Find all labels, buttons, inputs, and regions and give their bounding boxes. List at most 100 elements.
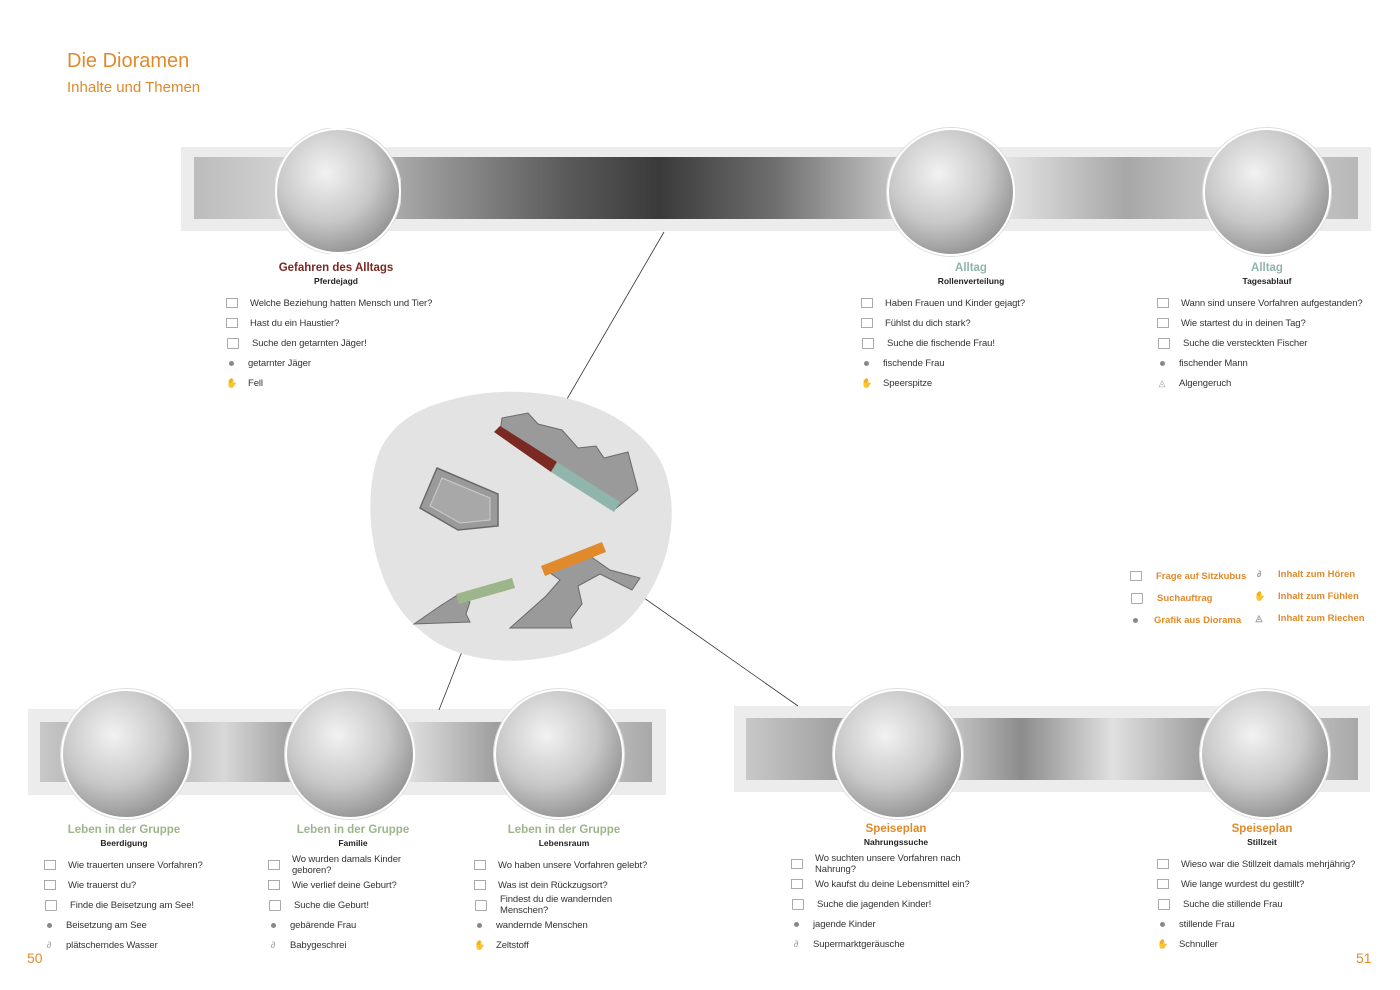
list-item: ∂Babygeschrei [268,935,438,955]
page-title: Die Dioramen [67,50,190,72]
list-item: Finde die Beisetzung am See! [44,895,204,915]
search-task-icon [1131,592,1143,604]
block-subtitle: Stillzeit [1247,837,1277,847]
search-task-icon [227,337,239,349]
list-item: Hast du ein Haustier? [226,313,446,333]
list-item: Suche den getarnten Jäger! [226,333,446,353]
diorama-detail-rollenverteilung [887,128,1015,256]
diorama-graphic-icon [1157,919,1167,929]
diorama-graphic-icon [1130,615,1140,625]
list-item: ✋Speerspitze [861,377,933,389]
question-cube-icon [1157,318,1169,328]
diorama-detail-beerdigung [61,689,191,819]
question-cube-icon [861,298,873,308]
legend-item: ◬Inhalt zum Riechen [1255,612,1365,624]
info-block-gruppe-familie: Leben in der Gruppe Familie Wo wurden da… [268,824,438,955]
list-item: Welche Beziehung hatten Mensch und Tier? [226,293,446,313]
block-title: Leben in der Gruppe [296,824,410,836]
list-item: Suche die stillende Frau [1157,894,1367,914]
question-cube-icon [1130,571,1142,581]
page-number-right: 51 [1356,950,1372,966]
list-item: fischender Mann [1157,353,1377,373]
list-item: Wie trauerten unsere Vorfahren? [44,855,204,875]
block-subtitle: Familie [338,838,368,848]
diorama-graphic-icon [861,358,871,368]
block-subtitle: Pferdejagd [314,276,358,286]
question-cube-icon [474,880,486,890]
legend-item: ∂Inhalt zum Hören [1254,563,1384,585]
legend-column-1: Frage auf Sitzkubus Suchauftrag Grafik a… [1130,565,1254,631]
list-item: getarnter Jäger [226,353,446,373]
diorama-graphic-icon [791,919,801,929]
nose-icon: ◬ [1255,613,1263,623]
search-task-icon [792,898,804,910]
diorama-graphic-icon [268,920,278,930]
ear-icon: ∂ [46,940,52,950]
block-title: Leben in der Gruppe [67,824,181,836]
diorama-detail-nahrungssuche [833,689,963,819]
block-subtitle: Nahrungssuche [863,837,929,847]
list-item: ∂Supermarktgeräusche [791,934,1001,954]
list-item: Wo suchten unsere Vorfahren nach Nahrung… [791,853,1001,875]
search-task-icon [862,337,874,349]
legend-item: Suchauftrag [1130,587,1254,609]
question-cube-icon [791,859,803,869]
search-task-icon [1158,337,1170,349]
legend-item: Frage auf Sitzkubus [1130,565,1254,587]
info-block-gefahren: Gefahren des Alltags Pferdejagd Welche B… [226,262,446,393]
hand-icon: ✋ [226,378,238,388]
question-cube-icon [1157,859,1169,869]
list-item: jagende Kinder [791,914,1001,934]
question-cube-icon [1157,879,1169,889]
diorama-detail-familie [285,689,415,819]
ear-icon: ∂ [1256,569,1262,579]
hand-icon: ✋ [1157,939,1169,949]
info-block-speise-still: Speiseplan Stillzeit Wieso war die Still… [1157,823,1367,954]
nose-icon: ◬ [1158,378,1166,388]
list-item: Findest du die wandernden Menschen? [474,894,654,916]
list-item: Wie startest du in deinen Tag? [1157,313,1377,333]
list-item: Wann sind unsere Vorfahren aufgestanden? [1157,293,1377,313]
list-item: ✋Schnuller [1157,938,1218,950]
ear-icon: ∂ [270,940,276,950]
info-block-alltag-tag: Alltag Tagesablauf Wann sind unsere Vorf… [1157,262,1377,393]
legend-item: Grafik aus Diorama [1130,609,1254,631]
diorama-detail-pferdejagd [275,128,401,254]
list-item: stillende Frau [1157,914,1367,934]
list-item: ∂plätscherndes Wasser [44,935,204,955]
page-number-left: 50 [27,950,43,966]
search-task-icon [269,899,281,911]
question-cube-icon [44,880,56,890]
list-item: Suche die Geburt! [268,895,438,915]
list-item: gebärende Frau [268,915,438,935]
hand-icon: ✋ [1254,591,1266,601]
question-cube-icon [861,318,873,328]
block-subtitle: Beerdigung [100,838,148,848]
diorama-detail-tagesablauf [1203,128,1331,256]
info-block-alltag-rollen: Alltag Rollenverteilung Haben Frauen und… [861,262,1081,393]
question-cube-icon [268,880,280,890]
diorama-graphic-icon [44,920,54,930]
search-task-icon [1158,898,1170,910]
search-task-icon [475,899,487,911]
question-cube-icon [791,879,803,889]
list-item: wandernde Menschen [474,915,654,935]
list-item: ◬Algengeruch [1158,377,1232,389]
legend-column-2: ∂Inhalt zum Hören ✋Inhalt zum Fühlen ◬In… [1254,565,1384,631]
list-item: Wo wurden damals Kinder geboren? [268,854,438,876]
info-block-gruppe-beerdigung: Leben in der Gruppe Beerdigung Wie traue… [44,824,204,955]
list-item: Wie lange wurdest du gestillt? [1157,874,1367,894]
search-task-icon [45,899,57,911]
diorama-graphic-icon [226,358,236,368]
list-item: Suche die fischende Frau! [861,333,1081,353]
block-title: Gefahren des Alltags [278,262,394,274]
block-subtitle: Tagesablauf [1242,276,1292,286]
question-cube-icon [268,860,280,870]
diorama-detail-stillzeit [1200,689,1330,819]
hand-icon: ✋ [861,378,873,388]
block-title: Alltag [1251,262,1283,274]
question-cube-icon [1157,298,1169,308]
list-item: Fühlst du dich stark? [861,313,1081,333]
block-title: Alltag [955,262,987,274]
